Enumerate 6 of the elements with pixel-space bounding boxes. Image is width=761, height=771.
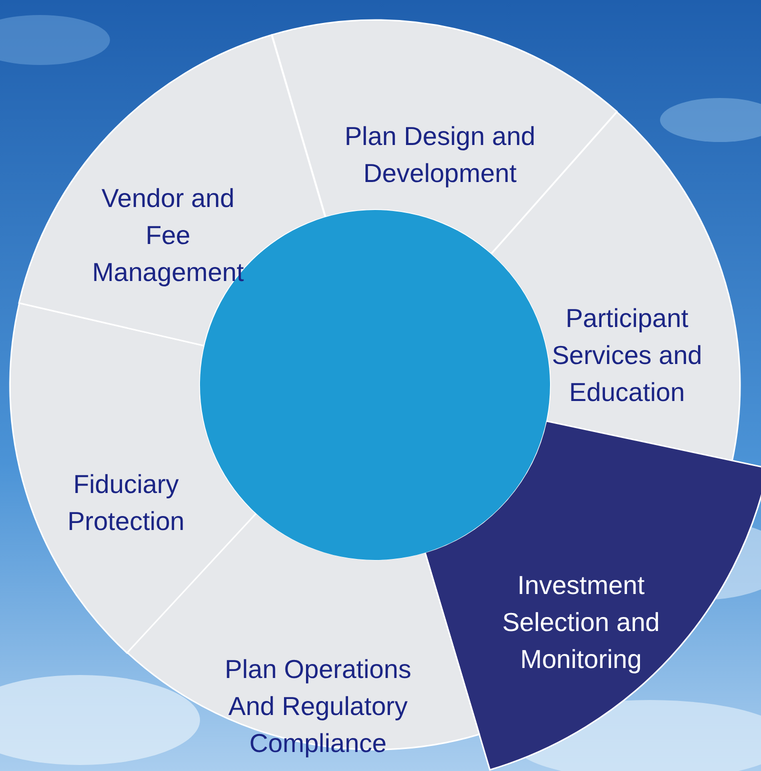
- segment-label: Plan Design and Development: [344, 120, 536, 190]
- segment-label: Vendor and Fee Management: [91, 182, 245, 289]
- segment-label: Fiduciary Protection: [66, 468, 186, 538]
- segment-label: Investment Selection and Monitoring: [501, 568, 661, 676]
- segment-label: Participant Services and Education: [550, 302, 704, 409]
- segment-label: Plan Operations And Regulatory Compliance: [224, 652, 412, 760]
